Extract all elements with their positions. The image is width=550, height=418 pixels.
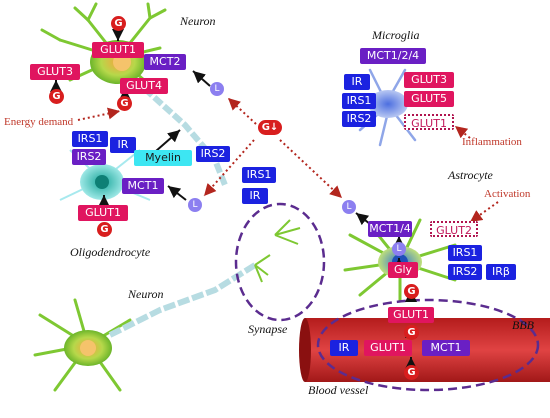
title-bbb: BBB bbox=[512, 318, 534, 332]
label-glut3-microglia: GLUT3 bbox=[404, 72, 454, 88]
note-inflammation: Inflammation bbox=[462, 136, 522, 148]
glucose-molecule: G bbox=[404, 284, 419, 299]
label-glut1-vessel: GLUT1 bbox=[364, 340, 412, 356]
title-oligodendrocyte: Oligodendrocyte bbox=[70, 245, 151, 259]
label-glut1-neuron: GLUT1 bbox=[92, 42, 144, 58]
label-irb-astro: IRβ bbox=[486, 264, 516, 280]
lactate-molecule: L bbox=[188, 198, 202, 212]
label-irs1-microglia: IRS1 bbox=[342, 93, 376, 109]
label-ir-center: IR bbox=[242, 188, 268, 204]
label-mct2-neuron: MCT2 bbox=[144, 54, 186, 70]
lactate-molecule: L bbox=[342, 200, 356, 214]
label-mct1-vessel: MCT1 bbox=[422, 340, 470, 356]
label-glut3-neuron: GLUT3 bbox=[30, 64, 80, 80]
bottom-neuron-cell bbox=[33, 219, 301, 392]
note-activation: Activation bbox=[484, 188, 531, 200]
glucose-molecule: G bbox=[97, 222, 112, 237]
title-astrocyte: Astrocyte bbox=[448, 168, 493, 182]
glucose-molecule: G bbox=[404, 365, 419, 380]
note-energy-demand: Energy demand bbox=[4, 116, 74, 128]
label-irs1-astro: IRS1 bbox=[448, 245, 482, 261]
oligodendrocyte-cell bbox=[59, 149, 151, 216]
label-glut1-oligo: GLUT1 bbox=[78, 205, 128, 221]
glucose-molecule: G bbox=[111, 16, 126, 31]
signal-arrows bbox=[77, 97, 499, 223]
title-blood-vessel: Blood vessel bbox=[308, 383, 369, 397]
label-ir-vessel: IR bbox=[330, 340, 358, 356]
label-gly-astro: Gly bbox=[388, 262, 418, 278]
title-microglia: Microglia bbox=[372, 28, 420, 42]
title-neuron-top: Neuron bbox=[180, 14, 216, 28]
label-irs1-oligo: IRS1 bbox=[72, 131, 108, 147]
glucose-molecule: G bbox=[49, 89, 64, 104]
label-glut4-neuron: GLUT4 bbox=[120, 78, 168, 94]
label-mct124-microglia: MCT1/2/4 bbox=[360, 48, 426, 64]
label-mct1-oligo: MCT1 bbox=[122, 178, 164, 194]
label-glut1-microglia: GLUT1 bbox=[404, 114, 454, 130]
label-irs2-microglia: IRS2 bbox=[342, 111, 376, 127]
label-irs2-oligo: IRS2 bbox=[72, 149, 106, 165]
label-glut2-astro: GLUT2 bbox=[430, 221, 478, 237]
label-irs2-mid: IRS2 bbox=[196, 146, 230, 162]
label-mct14-astro: MCT1/4 bbox=[368, 221, 412, 237]
label-ir-microglia: IR bbox=[344, 74, 370, 90]
title-synapse: Synapse bbox=[248, 322, 288, 336]
bbb-boundary bbox=[316, 298, 540, 392]
label-irs1-center: IRS1 bbox=[242, 167, 276, 183]
lactate-molecule: L bbox=[392, 242, 406, 256]
glucose-molecule: G bbox=[404, 325, 419, 340]
title-neuron-bottom: Neuron bbox=[128, 287, 164, 301]
lactate-molecule: L bbox=[210, 82, 224, 96]
label-myelin: Myelin bbox=[134, 150, 192, 166]
glucose-decrease-marker: G↓ bbox=[258, 120, 282, 135]
synapse-boundary bbox=[234, 202, 326, 322]
label-irs2-astro: IRS2 bbox=[448, 264, 482, 280]
glucose-molecule: G bbox=[117, 96, 132, 111]
label-ir-oligo: IR bbox=[110, 137, 136, 153]
label-glut5-microglia: GLUT5 bbox=[404, 91, 454, 107]
label-glut1-endfoot: GLUT1 bbox=[388, 307, 434, 323]
